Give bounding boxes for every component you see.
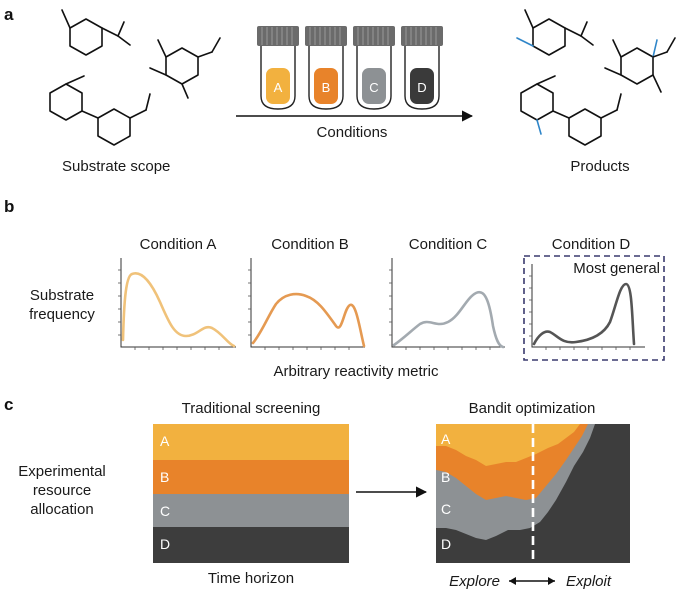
- bandit-area-b-label: B: [441, 469, 450, 485]
- substrate-molecule-3: [49, 75, 151, 146]
- tube-d-fill: [410, 68, 434, 104]
- bandit-area-d-label: D: [441, 536, 451, 552]
- substrate-molecules: [49, 9, 221, 146]
- tube-a: A: [257, 26, 299, 110]
- traditional-band-b: [153, 460, 349, 494]
- bandit-area-c-label: C: [441, 501, 451, 517]
- chart-d-curve: [532, 282, 636, 346]
- substrate-scope-label: Substrate scope: [62, 158, 170, 175]
- condition-tubes: A B C D: [257, 26, 443, 110]
- chart-d-ticks: [529, 275, 631, 350]
- substrate-molecule-1: [61, 9, 131, 56]
- chart-a-title: Condition A: [140, 236, 217, 253]
- chart-condition-a: Condition A: [118, 236, 236, 350]
- chart-a-curve: [121, 272, 236, 348]
- traditional-band-d-label: D: [160, 536, 170, 552]
- tube-a-fill: [266, 68, 290, 104]
- chart-condition-c: Condition C: [389, 236, 505, 350]
- most-general-highlight-box: [523, 255, 665, 361]
- product-molecules: [516, 9, 676, 146]
- exploit-label: Exploit: [566, 573, 612, 590]
- tube-b-label: B: [322, 80, 331, 95]
- chart-condition-b: Condition B: [248, 236, 366, 350]
- time-horizon-label: Time horizon: [208, 570, 294, 587]
- products-label: Products: [570, 158, 629, 175]
- y-label-experimental: Experimental: [18, 463, 106, 480]
- product-molecule-1: [516, 9, 594, 56]
- x-axis-label: Arbitrary reactivity metric: [273, 363, 439, 380]
- chart-c-title: Condition C: [409, 236, 488, 253]
- product-molecule-3: [520, 75, 622, 146]
- tube-d-label: D: [417, 80, 426, 95]
- chart-b-title: Condition B: [271, 236, 349, 253]
- y-label-allocation: allocation: [30, 501, 93, 518]
- tube-b: B: [305, 26, 347, 110]
- traditional-title: Traditional screening: [182, 400, 321, 417]
- chart-c-curve: [392, 290, 505, 349]
- chart-d-title: Condition D: [552, 236, 631, 253]
- explore-label: Explore: [449, 573, 500, 590]
- most-general-label: Most general: [573, 260, 660, 277]
- chart-c-ticks: [389, 269, 491, 350]
- y-label-resource: resource: [33, 482, 91, 499]
- traditional-band-b-label: B: [160, 469, 169, 485]
- substrate-molecule-2: [149, 37, 221, 99]
- tube-c-fill: [362, 68, 386, 104]
- tube-c-label: C: [369, 80, 378, 95]
- tube-a-label: A: [274, 80, 283, 95]
- bandit-areas: A B C D: [436, 424, 630, 563]
- tube-d: D: [401, 26, 443, 110]
- chart-b-curve: [251, 292, 366, 348]
- bandit-area-a: [436, 424, 580, 466]
- y-label-substrate: Substrate: [30, 287, 94, 304]
- traditional-bands: A B C D: [153, 424, 349, 563]
- traditional-band-a: [153, 424, 349, 460]
- tube-b-fill: [314, 68, 338, 104]
- panel-label-a: a: [4, 5, 14, 24]
- bandit-title: Bandit optimization: [469, 400, 596, 417]
- panel-label-c: c: [4, 395, 13, 414]
- product-molecule-2: [604, 37, 676, 93]
- tube-c: C: [353, 26, 395, 110]
- traditional-band-c-label: C: [160, 503, 170, 519]
- conditions-label: Conditions: [317, 124, 388, 141]
- explore-exploit-arrow: [509, 577, 555, 585]
- traditional-band-d: [153, 527, 349, 563]
- y-label-frequency: frequency: [29, 306, 95, 323]
- traditional-band-a-label: A: [160, 433, 170, 449]
- traditional-band-c: [153, 494, 349, 527]
- panel-label-b: b: [4, 197, 14, 216]
- bandit-area-a-label: A: [441, 431, 451, 447]
- chart-a-ticks: [118, 269, 220, 350]
- chart-condition-d: Condition D Most general: [523, 236, 665, 361]
- chart-b-ticks: [248, 269, 350, 350]
